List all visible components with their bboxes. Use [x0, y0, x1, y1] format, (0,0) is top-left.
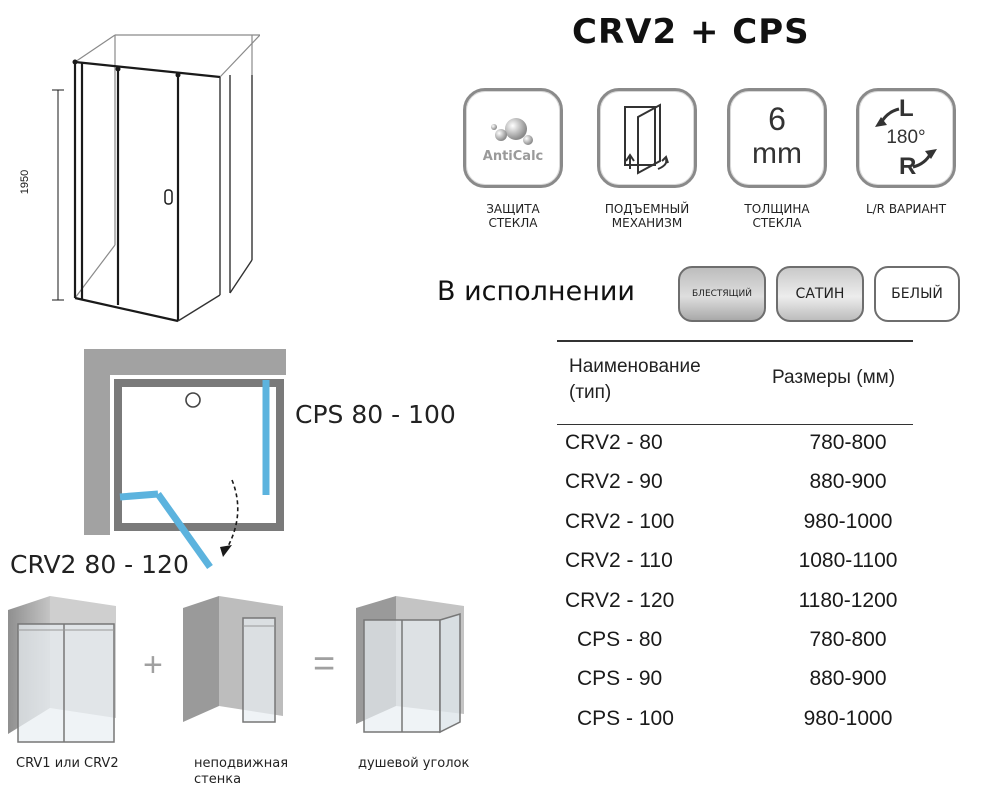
plan-view-diagram [84, 349, 286, 570]
table-row: CPS - 90 880-900 [557, 661, 913, 700]
feature-glass-thickness: 6 mm ТОЛЩИНА СТЕКЛА [722, 88, 832, 230]
lift-mechanism-icon [597, 88, 697, 188]
table-row: CRV2 - 90 880-900 [557, 464, 913, 503]
lr-variant-icon: L 180° R [856, 88, 956, 188]
caption-shower-corner: душевой уголок [358, 756, 470, 771]
row-name: CRV2 - 120 [565, 588, 675, 612]
feature-caption: ЗАЩИТА СТЕКЛА [486, 202, 540, 230]
plan-label-cps: CPS 80 - 100 [295, 400, 456, 429]
feature-caption: ТОЛЩИНА СТЕКЛА [744, 202, 810, 230]
header-size: Размеры (мм) [772, 367, 896, 388]
row-name: CPS - 90 [577, 667, 663, 691]
feature-caption: L/R ВАРИАНТ [865, 202, 947, 216]
feature-lr-variant: L 180° R L/R ВАРИАНТ [851, 88, 961, 216]
table-row: CRV2 - 120 1180-1200 [557, 583, 913, 622]
plus-sign: + [143, 646, 163, 684]
spec-table: Наименование (тип) Размеры (мм) CRV2 - 8… [557, 340, 913, 740]
row-size: 1180-1200 [798, 588, 898, 612]
feature-anticalc: AntiCalc ЗАЩИТА СТЕКЛА [458, 88, 568, 230]
lr-letter-r: R [899, 153, 917, 180]
table-header: Наименование (тип) Размеры (мм) [557, 340, 913, 425]
shower-corner-illustration [356, 596, 464, 734]
row-size: 980-1000 [803, 509, 893, 533]
glass-thickness-icon: 6 mm [727, 88, 827, 188]
finish-option-white[interactable]: БЕЛЫЙ [874, 266, 960, 322]
crv-door-illustration [8, 596, 116, 743]
row-name: CRV2 - 110 [565, 549, 673, 573]
finish-option-glossy[interactable]: БЛЕСТЯЩИЙ [678, 266, 766, 322]
anticalc-icon: AntiCalc [463, 88, 563, 188]
table-row: CPS - 80 780-800 [557, 622, 913, 661]
table-row: CPS - 100 980-1000 [557, 701, 913, 740]
thickness-number: 6 [768, 101, 786, 137]
row-size: 1080-1100 [798, 549, 898, 573]
lr-letter-l: L [899, 95, 914, 122]
row-size: 880-900 [809, 667, 887, 691]
row-name: CRV2 - 90 [565, 470, 663, 494]
finish-label: В исполнении [437, 276, 635, 307]
row-name: CRV2 - 80 [565, 431, 663, 454]
row-name: CPS - 80 [577, 627, 663, 651]
caption-crv: CRV1 или CRV2 [16, 756, 119, 771]
enclosure-3d-drawing [52, 34, 260, 323]
anticalc-text: AntiCalc [482, 149, 544, 164]
row-size: 780-800 [809, 627, 887, 651]
lr-degree: 180° [886, 127, 926, 148]
finish-option-satin[interactable]: САТИН [776, 266, 864, 322]
plan-label-crv2: CRV2 80 - 120 [10, 550, 189, 579]
equals-sign: = [313, 643, 336, 685]
header-name: Наименование (тип) [569, 356, 701, 403]
table-row: CRV2 - 110 1080-1100 [557, 543, 913, 582]
thickness-unit: mm [752, 137, 802, 170]
fixed-panel-illustration [183, 596, 283, 723]
caption-fixed-panel: неподвижная стенка [194, 756, 289, 787]
feature-lift-mechanism: ПОДЪЕМНЫЙ МЕХАНИЗМ [592, 88, 702, 230]
height-dimension-label: 1950 [19, 169, 31, 195]
title-text: CRV2 + CPS [572, 12, 810, 52]
row-size: 780-800 [809, 431, 887, 454]
row-size: 980-1000 [803, 706, 893, 730]
row-name: CPS - 100 [577, 706, 674, 730]
row-name: CRV2 - 100 [565, 509, 675, 533]
table-row: CRV2 - 100 980-1000 [557, 504, 913, 543]
feature-caption: ПОДЪЕМНЫЙ МЕХАНИЗМ [604, 202, 690, 230]
row-size: 880-900 [809, 470, 887, 494]
table-row: CRV2 - 80 780-800 [557, 425, 913, 464]
